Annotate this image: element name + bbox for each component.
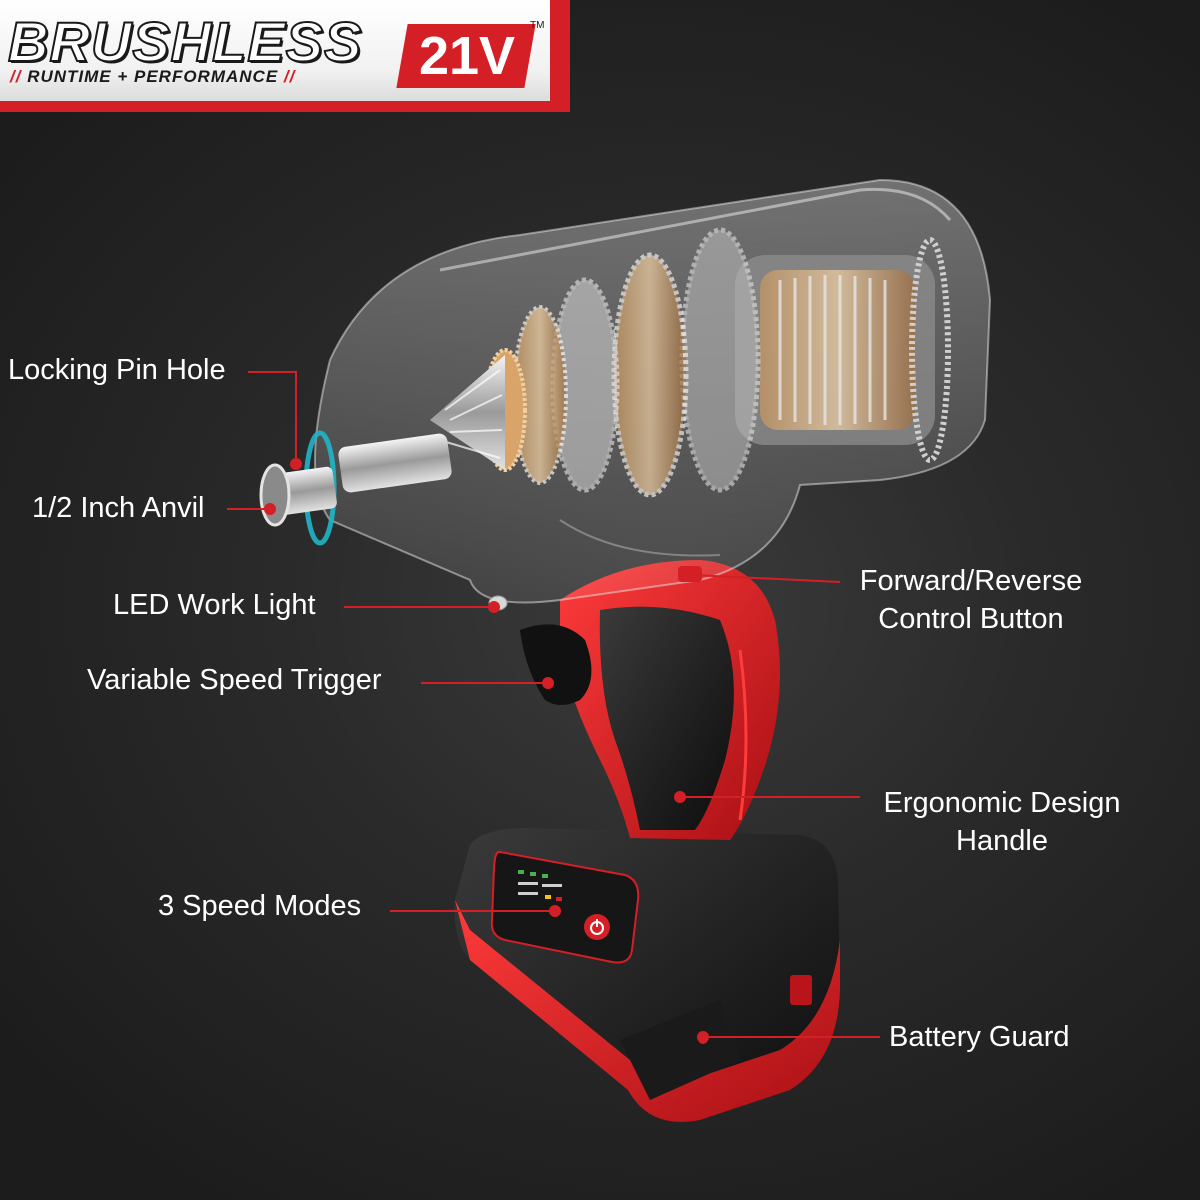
power-icon — [584, 914, 610, 940]
trademark-mark: TM — [530, 20, 545, 31]
label-variable-speed-trigger: Variable Speed Trigger — [87, 664, 382, 696]
callout-dot-handle — [674, 791, 686, 803]
motor — [735, 237, 951, 463]
gear-assembly — [483, 227, 761, 498]
label-handle-line1: Ergonomic Design — [883, 787, 1121, 819]
tagline-slash-right: // — [283, 67, 296, 86]
label-handle-line2: Handle — [956, 824, 1048, 857]
callout-lines — [227, 371, 880, 1038]
brand-banner-panel: BRUSHLESS // RUNTIME + PERFORMANCE // 21… — [0, 0, 550, 101]
brand-tagline: RUNTIME + PERFORMANCE — [27, 67, 279, 86]
callout-dot-speed-modes — [549, 905, 561, 917]
callout-dot-led — [488, 601, 500, 613]
label-speed-modes: 3 Speed Modes — [158, 890, 362, 922]
label-forward-reverse-line2: Control Button — [878, 602, 1064, 635]
trigger — [520, 624, 592, 705]
brand-banner: BRUSHLESS // RUNTIME + PERFORMANCE // 21… — [0, 0, 570, 112]
hammer-cone — [430, 355, 505, 470]
label-battery-guard: Battery Guard — [889, 1021, 1070, 1053]
handle — [560, 560, 780, 840]
callout-dot-anvil — [264, 503, 276, 515]
callout-dot-trigger — [542, 677, 554, 689]
label-forward-reverse: Forward/Reverse Control Button — [846, 563, 1096, 638]
label-led-work-light: LED Work Light — [113, 589, 316, 621]
callout-line-locking-pin — [248, 371, 297, 460]
label-locking-pin-hole: Locking Pin Hole — [8, 354, 226, 386]
brand-name: BRUSHLESS — [7, 10, 363, 73]
speed-mode-panel — [490, 850, 640, 964]
callout-line-forward-reverse — [691, 574, 841, 583]
label-ergonomic-handle: Ergonomic Design Handle — [866, 785, 1138, 860]
label-forward-reverse-line1: Forward/Reverse — [859, 565, 1083, 597]
label-anvil: 1/2 Inch Anvil — [32, 492, 205, 524]
callout-dot-locking-pin — [290, 458, 302, 470]
brand-tagline-row: // RUNTIME + PERFORMANCE // — [10, 67, 295, 87]
callout-dot-battery — [697, 1031, 709, 1043]
callout-dots — [264, 458, 709, 1043]
tagline-slash-left: // — [10, 67, 22, 86]
voltage-label: 21V — [418, 26, 516, 86]
callout-dot-forward-reverse — [684, 569, 696, 581]
speed-indicator-icon — [518, 870, 562, 901]
